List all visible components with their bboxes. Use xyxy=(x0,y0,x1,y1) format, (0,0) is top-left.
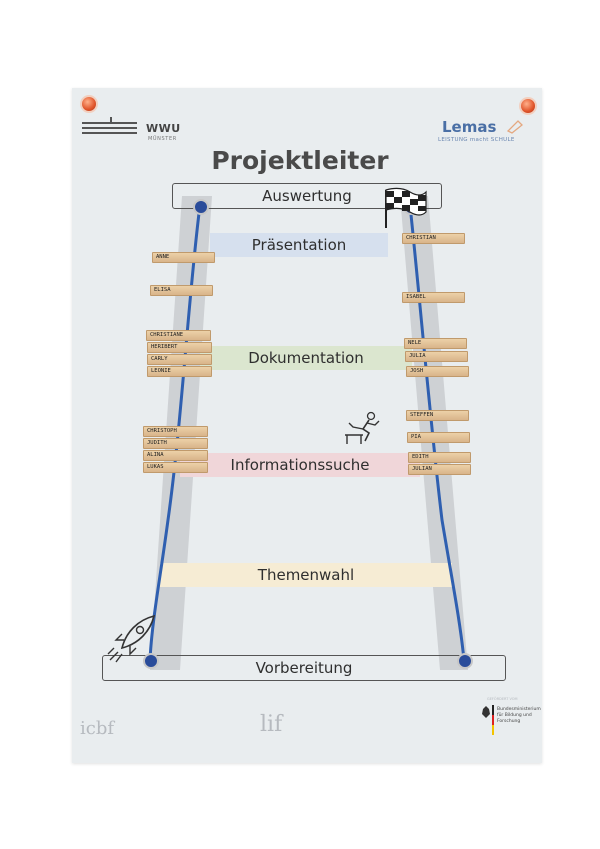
clothespin-left[interactable]: LUKAS xyxy=(143,462,208,473)
lif-logo: lif xyxy=(260,712,283,737)
pin-top-left-icon xyxy=(80,95,98,113)
federal-eagle-icon xyxy=(482,706,490,718)
clothespin-right[interactable]: JOSH xyxy=(406,366,469,377)
clothespin-left[interactable]: CHRISTIANE xyxy=(146,330,211,341)
german-flag-stripe-icon xyxy=(492,705,494,735)
clothespin-right[interactable]: EDITH xyxy=(408,452,471,463)
clothespin-left[interactable]: ELISA xyxy=(150,285,213,296)
clothespin-left[interactable]: ANNE xyxy=(152,252,215,263)
icbf-logo: icbf xyxy=(80,718,115,739)
footer-supported-by: GEFÖRDERT VOM xyxy=(487,697,518,701)
clothespin-right[interactable]: NELE xyxy=(404,338,467,349)
lemas-logo-name: Lemas xyxy=(442,118,497,136)
step-topic: Themenwahl xyxy=(160,563,452,587)
ministry-name: Bundesministerium für Bildung und Forsch… xyxy=(497,707,541,724)
page-title: Projektleiter xyxy=(211,146,389,175)
clothespin-left[interactable]: CARLY xyxy=(147,354,212,365)
clothespin-right[interactable]: JULIA xyxy=(405,351,468,362)
wwu-logo-name: WWU xyxy=(146,122,181,135)
clothespin-right[interactable]: STEFFEN xyxy=(406,410,469,421)
eyelet-bottom-left-icon xyxy=(143,653,159,669)
pencil-icon xyxy=(506,120,523,134)
checkered-flag-icon xyxy=(385,187,427,228)
step-preparation: Vorbereitung xyxy=(102,655,506,681)
clothespin-right[interactable]: ISABEL xyxy=(402,292,465,303)
clothespin-left[interactable]: ALINA xyxy=(143,450,208,461)
clothespin-left[interactable]: CHRISTOPH xyxy=(143,426,208,437)
wwu-logo-subtitle: MÜNSTER xyxy=(148,136,177,142)
pin-top-right-icon xyxy=(519,97,537,115)
step-presentation: Präsentation xyxy=(210,233,388,257)
clothespin-left[interactable]: HERIBERT xyxy=(147,342,212,353)
eyelet-bottom-right-icon xyxy=(457,653,473,669)
clothespin-right[interactable]: JULIAN xyxy=(408,464,471,475)
step-documentation: Dokumentation xyxy=(200,346,412,370)
clothespin-left[interactable]: LEONIE xyxy=(147,366,212,377)
clothespin-right[interactable]: CHRISTIAN xyxy=(402,233,465,244)
step-evaluation: Auswertung xyxy=(172,183,442,209)
lemas-logo-tagline: LEISTUNG macht SCHULE xyxy=(438,137,515,143)
hurdle-runner-icon xyxy=(345,411,380,444)
step-research: Informationssuche xyxy=(180,453,420,477)
clothespin-right[interactable]: PIA xyxy=(407,432,470,443)
clothespin-left[interactable]: JUDITH xyxy=(143,438,208,449)
wwu-logo: WWU MÜNSTER xyxy=(82,114,192,144)
rocket-icon xyxy=(107,614,156,663)
eyelet-top-left-icon xyxy=(193,199,209,215)
